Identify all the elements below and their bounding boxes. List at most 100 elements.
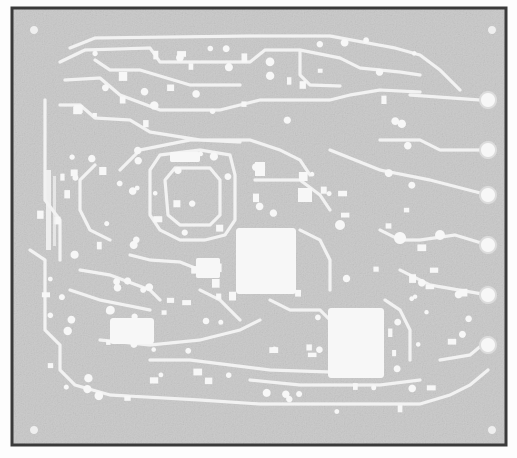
smd-pad [253, 193, 259, 203]
solder-pad [300, 190, 306, 196]
solder-pad [342, 274, 351, 283]
smd-pad [119, 96, 126, 104]
smd-pad [298, 172, 308, 181]
solder-pad [371, 385, 377, 391]
smd-pad [99, 167, 107, 175]
solder-pad [104, 221, 110, 227]
solder-pad [129, 241, 138, 249]
smd-pad [429, 267, 439, 273]
solder-pad [149, 101, 159, 110]
solder-pad [282, 390, 290, 398]
solder-pad [404, 141, 412, 150]
smd-pad [307, 352, 317, 358]
smd-pad [73, 106, 82, 115]
solder-pad [63, 384, 69, 390]
smd-pad [338, 190, 347, 197]
smd-pad [167, 84, 175, 91]
solder-pad [286, 395, 293, 403]
solder-pad [134, 185, 140, 191]
smd-pad [409, 274, 416, 283]
smd-pad [177, 51, 186, 57]
solder-pad [222, 45, 230, 53]
solder-pad [124, 277, 132, 285]
solder-pad [47, 276, 53, 282]
solder-pad [158, 372, 164, 378]
smd-pad [70, 169, 78, 177]
solder-pad [88, 154, 96, 163]
solder-pad [340, 38, 349, 47]
smd-pad [37, 210, 44, 219]
smd-pad [261, 279, 267, 288]
solder-pad [131, 313, 138, 320]
smd-pad [216, 263, 222, 273]
solder-pad [105, 307, 113, 315]
solder-pad [140, 286, 147, 293]
copper-pads-large [110, 152, 384, 378]
solder-pad [265, 71, 275, 81]
smd-pad [64, 190, 70, 199]
solder-pad [181, 229, 188, 236]
solder-pad [224, 63, 233, 72]
solder-pad [218, 319, 224, 325]
solder-pad [151, 347, 156, 352]
solder-pad [411, 51, 417, 56]
solder-pad [412, 294, 418, 299]
smd-pad [388, 328, 393, 337]
smd-pad [381, 95, 387, 104]
solder-pad [375, 68, 384, 76]
smd-pad [241, 53, 248, 63]
solder-pad [67, 315, 76, 324]
solder-pad [130, 341, 138, 348]
smd-pad [426, 385, 436, 391]
solder-pad [198, 151, 204, 157]
smd-pad [425, 284, 435, 290]
smd-pad [54, 216, 61, 225]
smd-pad [417, 244, 427, 252]
solder-pad [334, 409, 340, 414]
solder-pad [174, 166, 182, 175]
smd-pad [287, 77, 292, 85]
smd-pad [392, 350, 397, 357]
solder-pad [269, 209, 278, 217]
solder-pad [409, 296, 415, 302]
solder-pad [391, 117, 400, 125]
smd-pad [229, 291, 236, 301]
solder-pad [113, 283, 122, 292]
smd-pad [191, 266, 198, 274]
smd-pad [153, 50, 159, 60]
smd-pad [188, 63, 194, 70]
solder-pad [134, 157, 142, 165]
smd-pad [47, 363, 54, 369]
solder-pad [309, 171, 315, 177]
solder-pad [92, 50, 98, 57]
solder-pad [397, 119, 406, 128]
board-frame [10, 6, 508, 447]
solder-pad [271, 346, 278, 353]
smd-pad [397, 405, 403, 413]
smd-pad [166, 297, 175, 303]
solder-pad [69, 154, 75, 160]
solder-pad [63, 326, 72, 336]
silkscreen-marking [46, 170, 56, 250]
solder-pad [58, 294, 65, 301]
solder-pad [252, 163, 260, 172]
solder-pad [185, 347, 192, 354]
smd-pad [459, 288, 468, 297]
smd-pad [60, 173, 65, 181]
smd-pad [403, 207, 410, 213]
smd-pad [216, 293, 222, 300]
solder-pad [83, 385, 92, 394]
solder-pad [393, 365, 401, 373]
solder-pad [458, 330, 466, 338]
smd-pad [317, 68, 323, 73]
solder-pad [113, 278, 120, 285]
solder-pad [102, 84, 109, 92]
smd-pad [353, 383, 358, 390]
solder-pad [408, 384, 417, 393]
smd-pad [320, 186, 327, 194]
smd-pad [153, 216, 163, 223]
solder-pad [70, 250, 79, 259]
solder-pad [126, 337, 132, 344]
solder-pad [465, 315, 472, 323]
